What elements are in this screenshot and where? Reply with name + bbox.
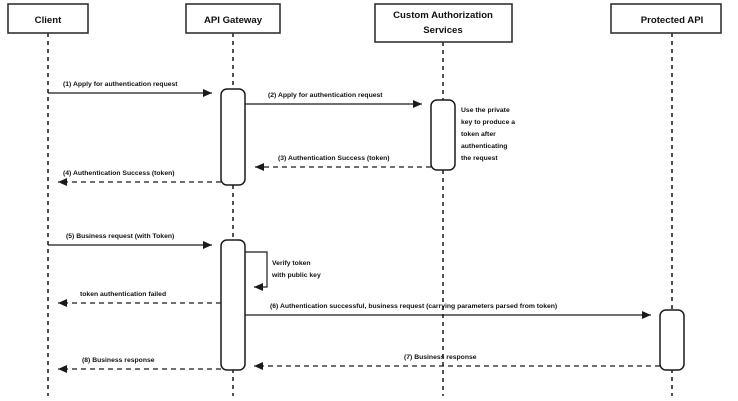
message-6[interactable]: (6) Authentication successful, business … <box>245 303 651 319</box>
message-5[interactable]: (5) Business request (with Token) <box>48 233 212 249</box>
message-2[interactable]: (2) Apply for authentication request <box>245 92 422 108</box>
note-private-key: Use the private key to produce a token a… <box>461 107 515 162</box>
message-5-label: (5) Business request (with Token) <box>66 233 174 240</box>
participant-box-client[interactable]: Client <box>7 3 89 34</box>
participant-label-client: Client <box>35 15 62 26</box>
participant-box-custom-authorization-services[interactable]: Custom Authorization Services <box>374 3 513 43</box>
note-private-key-line-1: Use the private <box>461 107 510 114</box>
message-4-label: (4) Authentication Success (token) <box>63 170 175 177</box>
activation-protected-api <box>659 309 685 371</box>
note-private-key-line-5: the request <box>461 155 498 162</box>
note-private-key-line-4: authenticating <box>461 143 507 150</box>
participant-label-custom-authorization-services-line2: Services <box>423 25 462 36</box>
participant-label-protected-api: Protected API <box>641 15 704 26</box>
note-private-key-line-2: key to produce a <box>461 119 515 126</box>
note-verify-token-line-1: Verify token <box>272 260 311 267</box>
message-token-authentication-failed[interactable]: token authentication failed <box>58 291 221 307</box>
note-verify-token-line-2: with public key <box>271 272 321 279</box>
note-private-key-line-3: token after <box>461 131 496 138</box>
message-6-label: (6) Authentication successful, business … <box>270 303 557 310</box>
activation-api-gateway-auth <box>220 88 246 186</box>
participant-box-api-gateway[interactable]: API Gateway <box>185 3 281 34</box>
activation-custom-authorization-services <box>430 99 456 171</box>
self-message-verify-token[interactable]: Verify token with public key <box>245 251 321 291</box>
message-1-label: (1) Apply for authentication request <box>63 81 178 88</box>
participant-box-protected-api[interactable]: Protected API <box>610 3 722 34</box>
message-4[interactable]: (4) Authentication Success (token) <box>58 170 221 186</box>
activation-api-gateway-business <box>220 239 246 371</box>
participant-label-api-gateway: API Gateway <box>204 15 263 26</box>
message-3[interactable]: (3) Authentication Success (token) <box>255 155 431 171</box>
message-8-label: (8) Business response <box>82 357 155 364</box>
message-7-label: (7) Business response <box>404 354 477 361</box>
participant-label-custom-authorization-services-line1: Custom Authorization <box>393 10 493 21</box>
message-3-label: (3) Authentication Success (token) <box>278 155 390 162</box>
message-8[interactable]: (8) Business response <box>58 357 221 373</box>
message-2-label: (2) Apply for authentication request <box>268 92 383 99</box>
message-1[interactable]: (1) Apply for authentication request <box>48 81 212 97</box>
message-7[interactable]: (7) Business response <box>254 354 660 370</box>
message-token-authentication-failed-label: token authentication failed <box>80 291 166 298</box>
